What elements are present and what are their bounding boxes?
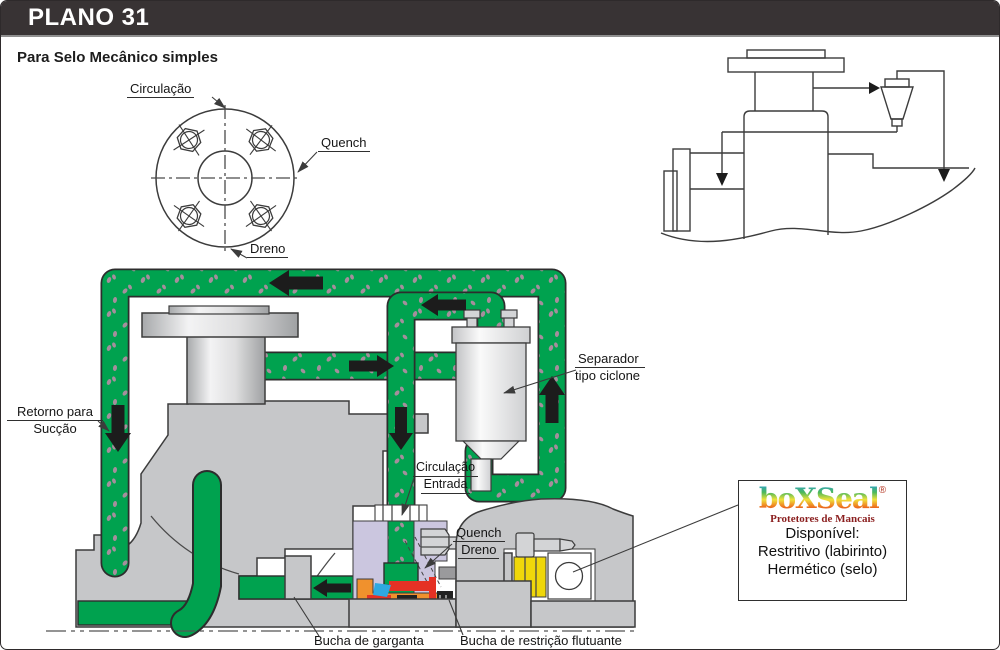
suction-flange: [141, 312, 299, 338]
flow-arrow-top-left: [269, 270, 323, 296]
separator-body: [455, 342, 527, 442]
separator-cap: [451, 326, 531, 344]
flow-arrow-clean-left: [421, 294, 466, 316]
flange-bolts: [173, 124, 277, 232]
flow-arrow-flush-down: [389, 407, 413, 450]
flow-arrow-discharge-right: [349, 355, 394, 377]
boxseal-line1: Disponível:: [785, 525, 860, 542]
pump-shaft: [348, 580, 636, 628]
flush-pipe-flange: [374, 504, 428, 522]
label-circulacao-entrada: Circulação Entrada: [413, 460, 479, 494]
boxseal-line3: Hermético (selo): [767, 561, 878, 578]
flow-arrow-seal-left: [313, 579, 351, 597]
boxseal-logo: boXSeal®: [758, 482, 887, 515]
label-bucha-garganta: Bucha de garganta: [314, 633, 424, 648]
seal-spring: [373, 583, 391, 597]
break-wave-line: [660, 167, 976, 243]
label-retorno-succao: Retorno para Sucção: [7, 404, 103, 436]
page-title: PLANO 31: [28, 4, 150, 31]
bearing-ball: [554, 561, 584, 591]
boxseal-tagline: Protetores de Mancais: [770, 513, 875, 525]
flow-arrows: [105, 270, 565, 597]
label-circulacao: Circulação: [127, 81, 195, 98]
registered-mark: ®: [878, 485, 887, 496]
plan-schematic: [660, 49, 976, 243]
boxseal-line2: Restritivo (labirinto): [757, 543, 888, 560]
label-bucha-restricao: Bucha de restrição flutuante: [460, 633, 622, 648]
flow-arrow-return-down: [105, 405, 131, 452]
page-subtitle: Para Selo Mecânico simples: [17, 49, 218, 66]
label-separador: Separador tipo ciclone: [575, 351, 645, 383]
separator-underflow-neck: [470, 458, 492, 492]
suction-column: [141, 305, 299, 405]
label-dreno: Dreno: [247, 241, 289, 258]
grease-fitting: [515, 532, 576, 558]
boxseal-callout: boXSeal® Protetores de Mancais Disponíve…: [738, 480, 907, 601]
seal-rotary-face: [389, 581, 429, 591]
label-quench-dreno: Quench Dreno: [453, 525, 505, 559]
cyclone-separator: [451, 309, 531, 492]
flow-arrow-up: [539, 376, 565, 423]
boxseal-leader: [572, 504, 739, 573]
gland-flange-view: [151, 105, 299, 252]
leader-lines: [97, 96, 739, 637]
volute-line: [150, 515, 240, 575]
label-quench: Quench: [318, 135, 370, 152]
title-bar: PLANO 31: [1, 1, 999, 37]
suction-passage: [77, 600, 189, 626]
throat-bushing: [284, 555, 312, 600]
seal-gasket: [429, 577, 436, 611]
impeller-channel: [172, 472, 220, 636]
